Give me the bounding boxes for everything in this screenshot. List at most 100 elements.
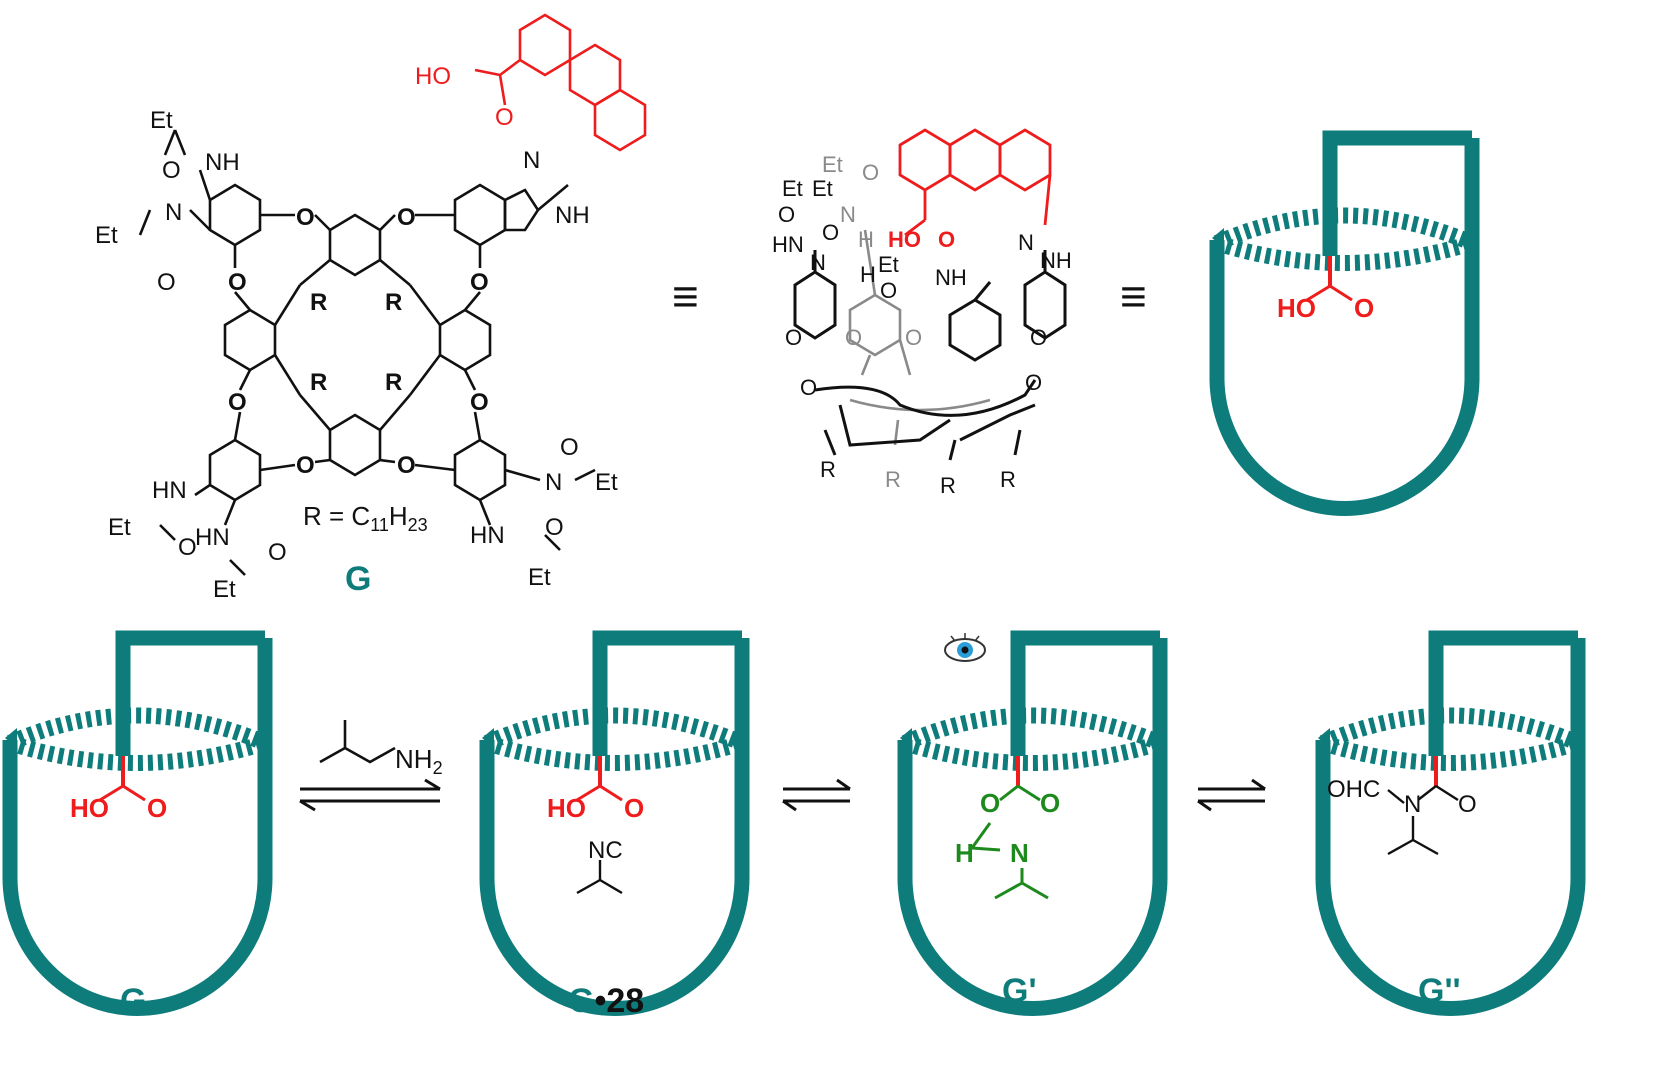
gdp-o-label: O bbox=[1458, 791, 1477, 818]
r-definition: R = C11H23 bbox=[303, 501, 428, 535]
r-label-1: R bbox=[310, 289, 327, 316]
cav3d-o-gray: O bbox=[862, 160, 879, 185]
et-label-4: Et bbox=[213, 576, 236, 603]
equivalence-symbol-1: ≡ bbox=[672, 270, 699, 322]
cartoon-g-28 bbox=[482, 638, 742, 1009]
gprime-o1-label: O bbox=[980, 788, 1000, 818]
anthracene-acid-red bbox=[474, 13, 647, 152]
cav3d-o-5: O bbox=[1030, 325, 1047, 350]
r-label-3: R bbox=[310, 369, 327, 396]
r-label-4: R bbox=[385, 369, 402, 396]
o-label-3: O bbox=[296, 204, 315, 231]
top-cartoon-ho: HO bbox=[1277, 293, 1316, 323]
gprime-label-bottom: G' bbox=[1002, 972, 1037, 1010]
o-label-8: O bbox=[470, 389, 489, 416]
gprime-o2-label: O bbox=[1040, 788, 1060, 818]
cartoon-g-double-prime bbox=[1318, 638, 1578, 1009]
gdp-n-label: N bbox=[1404, 791, 1421, 818]
structure-g-title: G bbox=[345, 560, 371, 598]
et-label-3: Et bbox=[108, 514, 131, 541]
g-ho-label: HO bbox=[70, 793, 109, 823]
o-label-11: O bbox=[178, 534, 197, 561]
hn-label-3: HN bbox=[470, 522, 505, 549]
cav3d-h-gray: H bbox=[858, 227, 874, 252]
n-label-2: N bbox=[523, 147, 540, 174]
o-label-9: O bbox=[296, 452, 315, 479]
cav3d-et-2: Et bbox=[812, 176, 833, 201]
cav3d-o-red: O bbox=[938, 227, 955, 252]
cav3d-r-3: R bbox=[940, 473, 956, 498]
cartoon-g bbox=[5, 638, 265, 1009]
cav3d-et-gray: Et bbox=[822, 152, 843, 177]
gdp-ohc-label: OHC bbox=[1327, 776, 1380, 803]
cavitand-structure-g bbox=[138, 129, 596, 576]
gdp-label-bottom: G'' bbox=[1418, 972, 1461, 1010]
cav3d-o-3: O bbox=[880, 278, 897, 303]
o-label-4: O bbox=[397, 204, 416, 231]
g-o-label: O bbox=[147, 793, 167, 823]
cav3d-et-3: Et bbox=[878, 252, 899, 277]
hn-label-2: HN bbox=[195, 524, 230, 551]
g28-o-label: O bbox=[624, 793, 644, 823]
acid-o-label: O bbox=[495, 104, 514, 131]
o-label-12: O bbox=[268, 539, 287, 566]
o-label-6: O bbox=[470, 269, 489, 296]
hn-label-1: HN bbox=[152, 477, 187, 504]
et-label-5: Et bbox=[595, 469, 618, 496]
o-label-2: O bbox=[162, 157, 181, 184]
cav3d-et-1: Et bbox=[782, 176, 803, 201]
cav3d-o-gray-2: O bbox=[845, 325, 862, 350]
equilibrium-arrow-1 bbox=[299, 778, 441, 812]
o-label-7: O bbox=[228, 389, 247, 416]
cav3d-n-gray: N bbox=[840, 202, 856, 227]
cartoon-g-prime bbox=[900, 638, 1160, 1009]
nh-label-1: NH bbox=[205, 149, 240, 176]
o-label-10: O bbox=[397, 452, 416, 479]
n-label-3: N bbox=[545, 469, 562, 496]
cav3d-hn: HN bbox=[772, 232, 804, 257]
cavitand-3d-model: HO O Et O N H Et Et O HN O N H Et O NH N… bbox=[772, 128, 1072, 498]
cav3d-n-2: N bbox=[1018, 230, 1034, 255]
cav3d-r-2: R bbox=[885, 467, 901, 492]
nh2-label: NH2 bbox=[395, 744, 443, 778]
isobutylamine-reagent bbox=[319, 720, 396, 764]
cav3d-r-4: R bbox=[1000, 467, 1016, 492]
g-label-bottom: G bbox=[120, 982, 146, 1020]
o-label-13: O bbox=[560, 434, 579, 461]
et-label-2: Et bbox=[95, 222, 118, 249]
top-cartoon-o: O bbox=[1354, 293, 1374, 323]
o-label-1: O bbox=[157, 269, 176, 296]
nh-label-2: NH bbox=[555, 202, 590, 229]
cav3d-o-2: O bbox=[822, 220, 839, 245]
cartoon-cavitand-top bbox=[1212, 138, 1472, 509]
cav3d-r-1: R bbox=[820, 457, 836, 482]
cav3d-ho: HO bbox=[888, 227, 921, 252]
g28-nc-label: NC bbox=[588, 837, 623, 864]
et-label-1: Et bbox=[150, 107, 173, 134]
cav3d-o-gray-3: O bbox=[905, 325, 922, 350]
cav3d-o-4: O bbox=[785, 325, 802, 350]
equivalence-symbol-2: ≡ bbox=[1120, 270, 1147, 322]
cav3d-nh-2: NH bbox=[1040, 248, 1072, 273]
equilibrium-arrow-3 bbox=[1197, 778, 1266, 812]
cav3d-o-1: O bbox=[778, 202, 795, 227]
n-label-1: N bbox=[165, 199, 182, 226]
cav3d-o-6: O bbox=[800, 375, 817, 400]
g28-ho-label: HO bbox=[547, 793, 586, 823]
gprime-n-label: N bbox=[1010, 838, 1029, 868]
acid-ho-label: HO bbox=[415, 63, 451, 90]
gprime-h-label: H bbox=[955, 838, 974, 868]
cav3d-nh-1: NH bbox=[935, 265, 967, 290]
cav3d-h-1: H bbox=[860, 262, 876, 287]
cav3d-n-1: N bbox=[810, 250, 826, 275]
r-label-2: R bbox=[385, 289, 402, 316]
et-label-6: Et bbox=[528, 564, 551, 591]
structure-g-labels: Et NH N Et O O N NH O O O O R R R R O O … bbox=[95, 107, 618, 603]
o-label-5: O bbox=[228, 269, 247, 296]
equilibrium-arrow-2 bbox=[782, 778, 851, 812]
eye-icon bbox=[944, 633, 986, 662]
cav3d-o-7: O bbox=[1025, 370, 1042, 395]
g28-label-bottom: G•28 bbox=[568, 982, 644, 1020]
o-label-14: O bbox=[545, 514, 564, 541]
